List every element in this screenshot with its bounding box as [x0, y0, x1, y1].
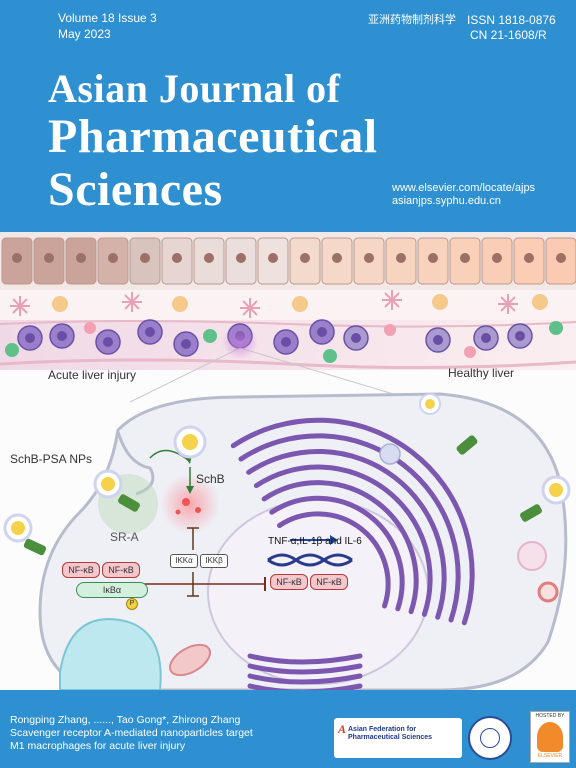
article-title-line2: M1 macrophages for acute liver injury [10, 740, 186, 752]
nanoparticle-top [419, 393, 441, 415]
nanoparticle-pocket [93, 469, 123, 499]
illustration-svg [0, 232, 576, 690]
journal-title-line3: Sciences [48, 163, 223, 216]
highlighted-macrophage [222, 324, 258, 360]
label-sr-a: SR-A [110, 530, 139, 544]
phosphate-badge: P [126, 598, 138, 610]
journal-title-line1: Asian Journal of [48, 66, 341, 111]
label-cytokines: TNF-α,IL-1β and IL-6 [268, 536, 362, 547]
elsevier-wordmark: ELSEVIER [537, 753, 563, 759]
journal-title-line2: Pharmaceutical [48, 110, 378, 163]
box-ikba: IκBα [76, 582, 148, 598]
article-title-line1: Scavenger receptor A-mediated nanopartic… [10, 727, 253, 739]
mitochondrion [169, 643, 211, 677]
hepatocyte-row [0, 232, 576, 292]
elsevier-tree-icon [537, 722, 563, 752]
university-seal-icon [468, 716, 512, 760]
chinese-title: 亚洲药物制剂科学 [368, 13, 456, 26]
issue-date: May 2023 [58, 27, 111, 41]
nanoparticle-outside-2 [541, 475, 571, 505]
schb-release-glow [160, 474, 220, 534]
afps-logo-text: Asian Federation for Pharmaceutical Scie… [348, 726, 433, 741]
box-nfkb-nuclear-2: NF-κB [310, 574, 348, 590]
afps-logo-mark-icon: A [338, 722, 347, 736]
box-nfkb-2: NF-κB [102, 562, 140, 578]
cover-illustration: Acute liver injury Healthy liver SchB-PS… [0, 232, 576, 690]
nanoparticle-outside-1 [3, 513, 33, 543]
label-schb: SchB [196, 472, 225, 486]
box-nfkb-1: NF-κB [62, 562, 100, 578]
nucleus [207, 499, 429, 685]
article-authors: Rongping Zhang, ......, Tao Gong*, Zhiro… [10, 714, 241, 726]
label-schb-psa-nps: SchB-PSA NPs [10, 452, 93, 466]
hosted-by-label: HOSTED BY [535, 713, 565, 719]
elsevier-hosted-logo: HOSTED BY ELSEVIER [530, 711, 570, 763]
box-ikka: IKKα [170, 554, 198, 568]
url-syphu[interactable]: asianjps.syphu.edu.cn [392, 195, 501, 207]
volume-issue: Volume 18 Issue 3 [58, 11, 157, 25]
box-ikkb: IKKβ [200, 554, 228, 568]
sr-a-receptor [118, 494, 140, 512]
endoplasmic-reticulum [230, 417, 475, 690]
afps-logo: A Asian Federation for Pharmaceutical Sc… [334, 718, 462, 758]
journal-urls: www.elsevier.com/locate/ajps asianjps.sy… [392, 182, 535, 208]
box-nfkb-nuclear-1: NF-κB [270, 574, 308, 590]
nanoparticle-endosome [173, 425, 207, 459]
cover-header [0, 0, 576, 232]
vacuole [59, 618, 162, 690]
issn: ISSN 1818-0876 [467, 13, 556, 27]
label-healthy-liver: Healthy liver [448, 366, 515, 380]
cn-number: CN 21-1608/R [470, 28, 547, 42]
label-acute-liver-injury: Acute liver injury [48, 368, 137, 382]
url-elsevier[interactable]: www.elsevier.com/locate/ajps [392, 182, 536, 194]
